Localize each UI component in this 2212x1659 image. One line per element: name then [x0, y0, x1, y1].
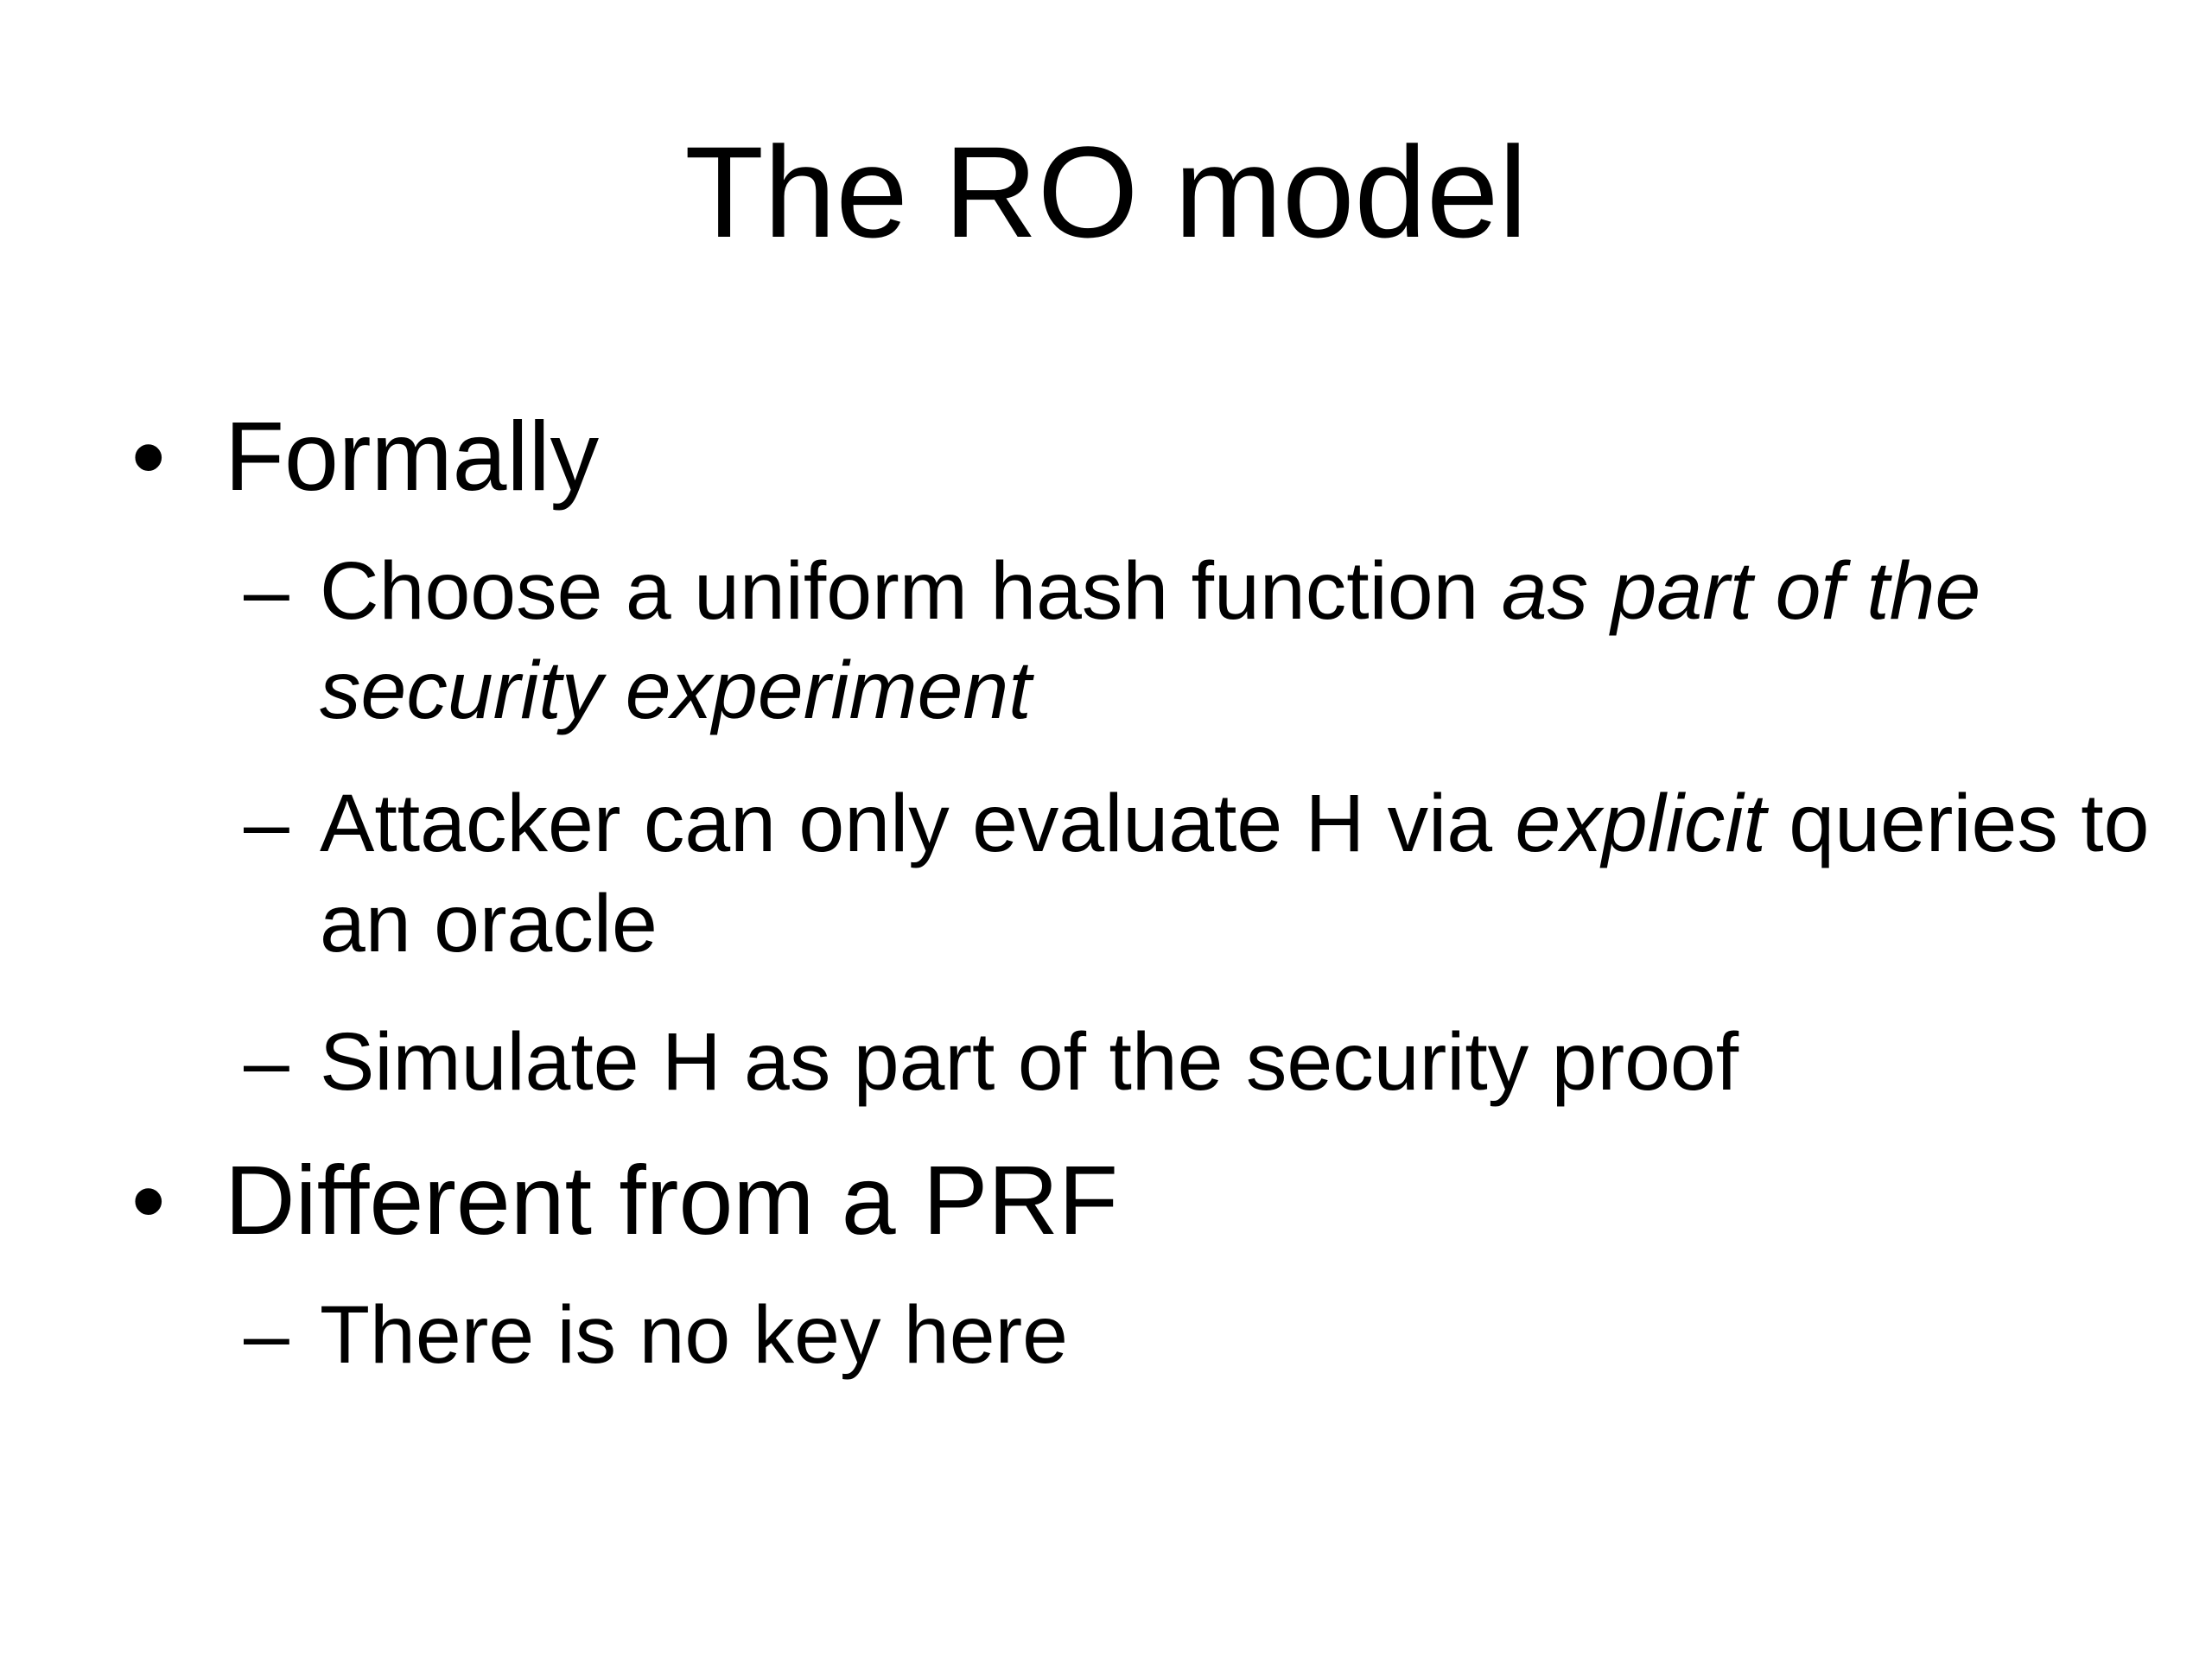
bullet-text: Formally [225, 402, 600, 511]
sub-bullet-line: There is no key here [320, 1286, 2212, 1386]
sub-bullet-line: an oracle [320, 874, 2212, 975]
slide-body: • Formally – Choose a uniform hash funct… [0, 398, 2212, 1386]
text-run-italic: explicit [1515, 778, 1766, 870]
bullet-item: • Formally [0, 398, 2212, 516]
sub-bullet-body: Attacker can only evaluate H via explici… [320, 774, 2212, 975]
bullet-marker-icon: • [131, 1146, 166, 1255]
text-run-italic: security experiment [320, 645, 1032, 737]
bullet-text: Different from a PRF [225, 1146, 1119, 1255]
sub-bullet-item: – Choose a uniform hash function as part… [0, 542, 2212, 742]
text-run: Choose a uniform hash function [320, 544, 1502, 637]
dash-marker-icon: – [244, 1288, 289, 1381]
dash-marker-icon: – [244, 778, 289, 870]
text-run: queries to [1765, 778, 2150, 870]
text-run: There is no key here [320, 1288, 1068, 1381]
bullet-marker-icon: • [131, 402, 166, 511]
text-run: an oracle [320, 878, 658, 970]
sub-bullet-line: security experiment [320, 641, 2212, 741]
sub-bullet-item: – Simulate H as part of the security pro… [0, 1013, 2212, 1113]
sub-bullet-body: Choose a uniform hash function as part o… [320, 542, 2212, 742]
sub-bullet-item: – There is no key here [0, 1286, 2212, 1386]
sub-bullet-body: There is no key here [320, 1286, 2212, 1386]
text-run-italic: as part of the [1501, 544, 1981, 637]
bullet-item: • Different from a PRF [0, 1142, 2212, 1260]
sub-bullet-line: Simulate H as part of the security proof [320, 1013, 2212, 1113]
sub-bullet-item: – Attacker can only evaluate H via expli… [0, 774, 2212, 975]
text-run: Attacker can only evaluate H via [320, 778, 1516, 870]
sub-bullet-line: Choose a uniform hash function as part o… [320, 542, 2212, 642]
slide-title: The RO model [684, 119, 1528, 264]
sub-bullet-body: Simulate H as part of the security proof [320, 1013, 2212, 1113]
sub-bullet-line: Attacker can only evaluate H via explici… [320, 774, 2212, 874]
dash-marker-icon: – [244, 1016, 289, 1109]
text-run: Simulate H as part of the security proof [320, 1016, 1739, 1109]
dash-marker-icon: – [244, 544, 289, 637]
